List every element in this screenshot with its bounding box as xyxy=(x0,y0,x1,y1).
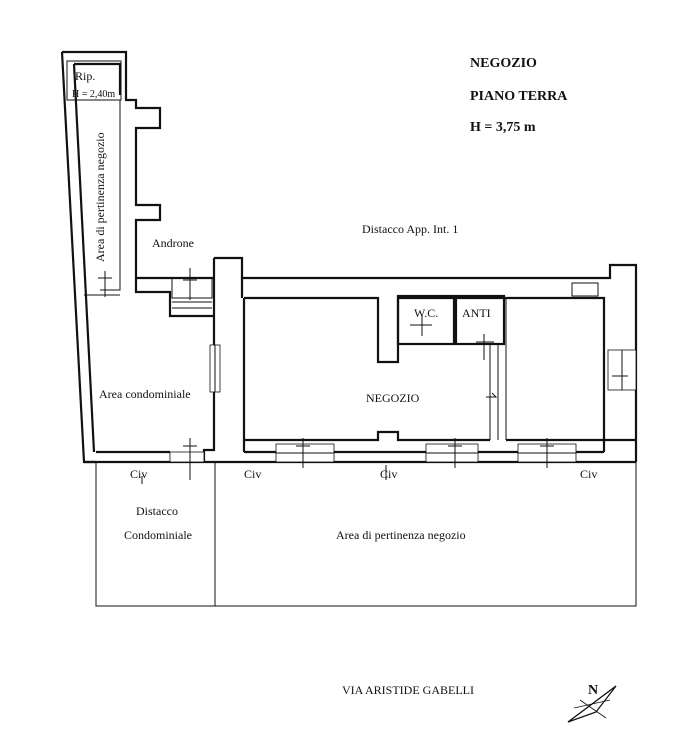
negozio-label: NEGOZIO xyxy=(366,391,420,405)
street-label: VIA ARISTIDE GABELLI xyxy=(342,683,474,697)
header-title: NEGOZIO xyxy=(470,56,537,71)
header-height: H = 3,75 m xyxy=(470,120,536,135)
wc-label: W.C. xyxy=(414,306,438,320)
pertinenza-vertical-label: Area di pertinenza negozio xyxy=(93,132,107,262)
header-floor: PIANO TERRA xyxy=(470,89,568,104)
area-pertinenza-label: Area di pertinenza negozio xyxy=(336,528,466,542)
rip-height-label: H = 2,40m xyxy=(72,89,115,100)
distacco-label-2: Condominiale xyxy=(124,528,192,542)
rip-label: Rip. xyxy=(75,69,95,83)
anti-label: ANTI xyxy=(462,306,491,320)
north-arrow-icon: N xyxy=(567,683,617,723)
front-areas xyxy=(95,462,637,607)
civico-label-1: Civ xyxy=(130,467,147,481)
civico-label-3: Civ xyxy=(380,467,397,481)
androne-label: Androne xyxy=(152,236,194,250)
windows xyxy=(169,344,637,463)
distacco-label-1: Distacco xyxy=(136,504,178,518)
area-condominiale-label: Area condominiale xyxy=(99,387,191,401)
level-markers xyxy=(98,268,628,484)
distacco-app-label: Distacco App. Int. 1 xyxy=(362,222,458,236)
civico-label-4: Civ xyxy=(580,467,597,481)
north-letter: N xyxy=(588,683,598,698)
civico-label-2: Civ xyxy=(244,467,261,481)
